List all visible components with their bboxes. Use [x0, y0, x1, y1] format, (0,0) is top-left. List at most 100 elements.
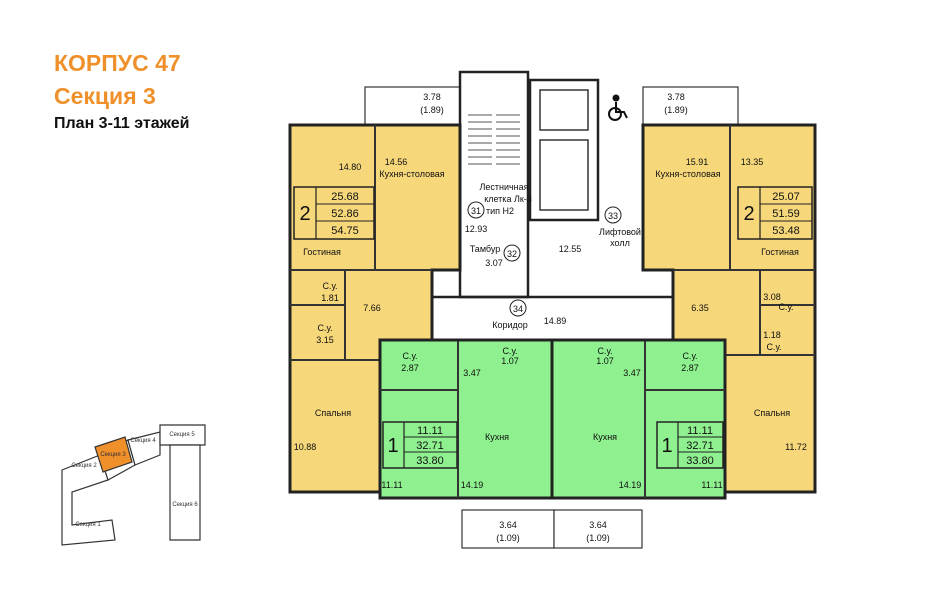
- apt-left-1-living: 11.11: [417, 425, 443, 437]
- lift-number-circle: [604, 206, 622, 224]
- balcony-bottom-left-area: 3.64: [499, 520, 517, 530]
- balcony-top-right-reduced: (1.89): [664, 105, 688, 115]
- apt-right-2-rooms[interactable]: [641, 123, 817, 494]
- apt-left-1-room[interactable]: [378, 338, 554, 500]
- corridor-label: Коридор: [492, 320, 528, 330]
- apt-right-1-kitchen-area: 14.19: [619, 480, 642, 490]
- apt-left-1-hall-area: 3.47: [463, 368, 481, 378]
- apt-right-2-total: 51.59: [772, 208, 800, 220]
- apt-right-1-summary: [656, 421, 724, 469]
- stair-area: 12.93: [465, 224, 488, 234]
- stair-label-line2: клетка Лк-3: [484, 194, 532, 204]
- apt-right-1-living: 11.11: [687, 425, 713, 437]
- key-map-section6: Секция 6: [172, 502, 198, 508]
- apt-left-1-room-area: 11.11: [381, 480, 402, 490]
- apt-right-1-bath-small-area: 1.07: [596, 356, 614, 366]
- key-map-section5: Секция 5: [169, 432, 195, 438]
- key-map-section1: Секция 1: [75, 522, 101, 528]
- apt-left-2-kitchen-area: 14.56: [385, 157, 408, 167]
- apt-left-2-total-balcony: 54.75: [331, 225, 359, 237]
- apt-right-2-living-label: Гостиная: [761, 247, 799, 257]
- apt-left-1-total-balcony: 33.80: [416, 455, 444, 467]
- corridor-number: 34: [513, 304, 523, 314]
- apt-left-2-bath1-label: С.у.: [322, 281, 337, 291]
- balcony-top-right-area: 3.78: [667, 92, 685, 102]
- apt-right-2-bath1-area: 3.08: [763, 292, 781, 302]
- apt-left-2-living-label: Гостиная: [303, 247, 341, 257]
- apt-right-2-total-balcony: 53.48: [772, 225, 800, 237]
- stair-number: 31: [471, 206, 481, 216]
- stair-steps: [468, 114, 520, 165]
- vestibule-label: Тамбур: [470, 244, 501, 254]
- apt-left-2-summary: [293, 186, 375, 240]
- apt-left-1-total: 32.71: [416, 440, 444, 452]
- apt-left-1-kitchen-label: Кухня: [485, 432, 509, 442]
- key-map-section4: Секция 4: [130, 438, 156, 444]
- lift-number: 33: [608, 211, 618, 221]
- apt-right-1-bath-small-label: С.у.: [597, 346, 612, 356]
- apt-left-1-bath-area: 2.87: [401, 363, 419, 373]
- corridor-number-circle: [509, 299, 527, 317]
- apt-right-1-rooms-count: 1: [661, 435, 672, 457]
- apt-left-1-kitchen-area: 14.19: [461, 480, 484, 490]
- balcony-bottom-right: [553, 509, 643, 549]
- balcony-bottom-right-reduced: (1.09): [586, 533, 610, 543]
- apt-right-2-summary: [737, 186, 813, 240]
- apt-right-1-bath-label: С.у.: [682, 351, 697, 361]
- key-map-section2: Секция 2: [71, 463, 97, 469]
- apt-right-2-room1-area: 13.35: [741, 157, 764, 167]
- apt-right-1-bath-area: 2.87: [681, 363, 699, 373]
- floors-title: План 3-11 этажей: [54, 115, 190, 132]
- balcony-top-left-reduced: (1.89): [420, 105, 444, 115]
- apt-right-1-kitchen-label: Кухня: [593, 432, 617, 442]
- corridor-area: 14.89: [544, 316, 567, 326]
- stair-label-line1: Лестничная: [479, 182, 528, 192]
- apt-right-2-bedroom-label: Спальня: [754, 408, 790, 418]
- vestibule-area: 3.07: [485, 258, 503, 268]
- key-map-section3: Секция 3: [100, 452, 126, 458]
- apt-right-1-total: 32.71: [686, 440, 714, 452]
- apt-left-2-living: 25.68: [331, 191, 359, 203]
- apt-left-2-hall-area: 7.66: [363, 303, 381, 313]
- vestibule-number-circle: [503, 244, 521, 262]
- apt-right-2-bath2-label: С.у.: [766, 342, 781, 352]
- apt-right-2-hall-area: 6.35: [691, 303, 709, 313]
- apt-left-2-total: 52.86: [331, 208, 359, 220]
- lift-area: 12.55: [559, 244, 582, 254]
- apt-left-1-rooms-count: 1: [387, 435, 398, 457]
- apt-left-1-bath-label: С.у.: [402, 351, 417, 361]
- balcony-bottom-left-reduced: (1.09): [496, 533, 520, 543]
- apt-left-2-kitchen-label: Кухня-столовая: [379, 169, 444, 179]
- apt-right-2-bedroom-area: 11.72: [785, 442, 807, 452]
- apt-left-1-bath-small-label: С.у.: [502, 346, 517, 356]
- lift-label-line1: Лифтовой: [599, 227, 641, 237]
- apt-right-2-rooms-count: 2: [743, 203, 754, 225]
- stair-number-circle: [467, 201, 485, 219]
- common-core: [432, 70, 673, 342]
- apt-right-2-kitchen-label: Кухня-столовая: [655, 169, 720, 179]
- apt-left-2-bedroom-area: 10.88: [294, 442, 317, 452]
- balcony-top-left: [364, 86, 461, 126]
- balcony-bottom-right-area: 3.64: [589, 520, 607, 530]
- apt-left-2-bath1-area: 1.81: [321, 293, 339, 303]
- vestibule-number: 32: [507, 249, 517, 259]
- apt-right-2-bath1-label: С.у.: [778, 302, 793, 312]
- apt-right-2-kitchen-area: 15.91: [686, 157, 709, 167]
- apt-right-2-living: 25.07: [772, 191, 800, 203]
- lift-label-line2: холл: [610, 238, 630, 248]
- section-title: Секция 3: [54, 83, 156, 109]
- apt-left-2-bath2-area: 3.15: [316, 335, 334, 345]
- wheelchair-icon: [608, 94, 628, 121]
- building-title: КОРПУС 47: [54, 50, 181, 76]
- apt-left-2-rooms-count: 2: [299, 203, 310, 225]
- apt-left-2-bath2-label: С.у.: [317, 323, 332, 333]
- balcony-top-left-area: 3.78: [423, 92, 441, 102]
- apt-right-1-hall-area: 3.47: [623, 368, 641, 378]
- stair-label-line3: тип Н2: [486, 206, 514, 216]
- key-map-active-section: [94, 436, 133, 473]
- apt-left-2-room1-area: 14.80: [339, 162, 362, 172]
- apt-right-2-bath2-area: 1.18: [763, 330, 781, 340]
- apt-right-1-room[interactable]: [550, 338, 727, 500]
- elevator-shafts: [539, 89, 589, 211]
